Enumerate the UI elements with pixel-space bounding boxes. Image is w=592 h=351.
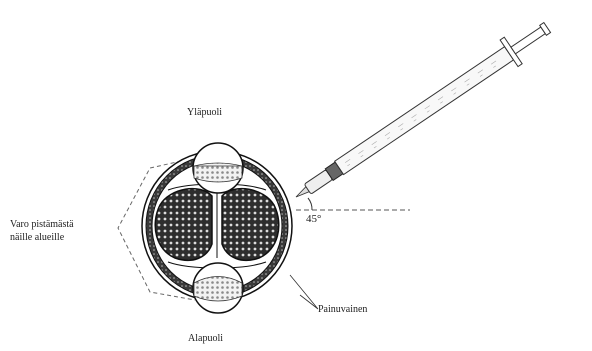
angle-indicator (296, 198, 410, 210)
left-lumen (155, 189, 212, 261)
top-side-label: Yläpuoli (187, 106, 222, 119)
bottom-side-label: Alapuoli (188, 332, 223, 345)
pressed-pointer-lines (290, 275, 318, 309)
top-zone-bubble (193, 143, 243, 193)
warning-label-line1: Varo pistämästä (10, 218, 74, 231)
right-lumen (222, 189, 279, 261)
warning-label-line2: näille alueille (10, 231, 74, 244)
bottom-zone-bubble (193, 263, 243, 313)
syringe-icon (287, 14, 556, 210)
angle-label: 45° (306, 213, 321, 226)
warning-label: Varo pistämästä näille alueille (10, 218, 74, 244)
pressed-label: Painuvainen (318, 303, 367, 316)
